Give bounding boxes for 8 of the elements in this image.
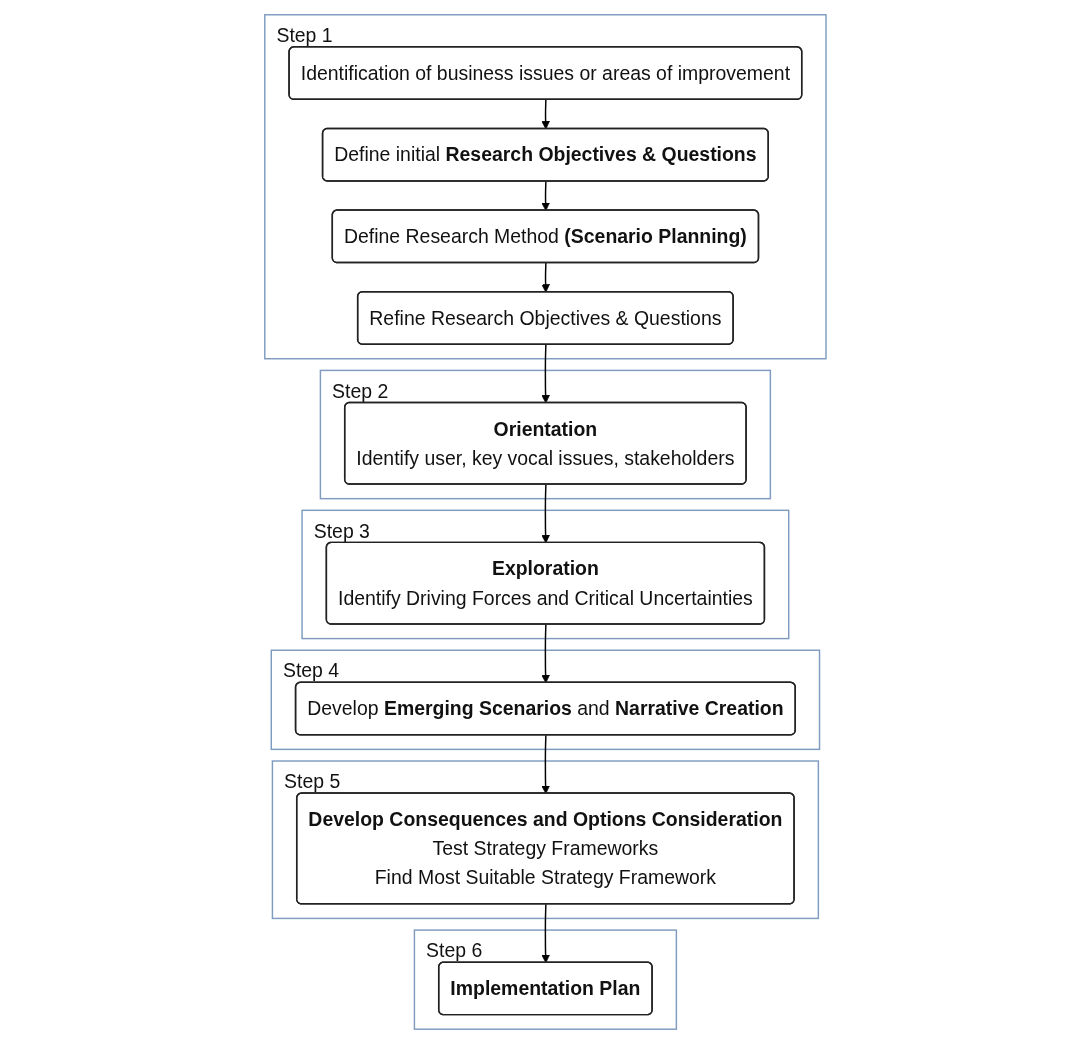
arrow <box>540 180 550 211</box>
arrow <box>540 903 550 963</box>
arrow <box>540 98 550 129</box>
arrow <box>540 734 550 794</box>
arrow <box>540 623 550 683</box>
arrow <box>540 261 550 293</box>
arrow <box>540 343 550 403</box>
arrow <box>540 483 550 543</box>
